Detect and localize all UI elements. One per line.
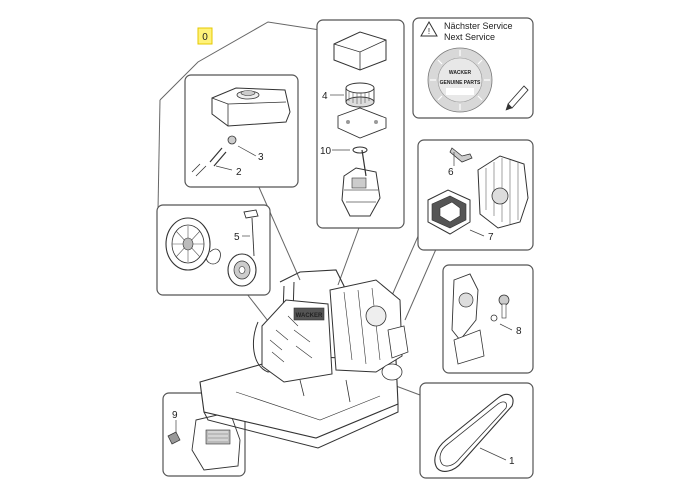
- callout-3: 3: [258, 152, 264, 163]
- panel-service-sticker[interactable]: ! Nächster Service Next Service WACKER G…: [412, 17, 534, 119]
- callout-10: 10: [320, 146, 332, 157]
- machine-brand-plate: WACKER: [296, 313, 323, 319]
- service-brand: WACKER: [449, 70, 472, 76]
- panel-air-filter[interactable]: 4 10: [316, 19, 405, 229]
- panel-fuel-tank[interactable]: 3 2: [184, 74, 299, 188]
- svg-text:!: !: [428, 27, 430, 36]
- callout-1: 1: [509, 456, 515, 467]
- callout-8: 8: [516, 326, 522, 337]
- service-stamp: GENUINE PARTS: [440, 80, 481, 86]
- panel-shock-mount[interactable]: 8: [442, 264, 534, 374]
- service-title-en: Next Service: [444, 32, 495, 42]
- callout-5: 5: [234, 232, 240, 243]
- panel-recoil-starter[interactable]: 5: [156, 204, 271, 296]
- panel-engine-parts[interactable]: 6 7: [417, 139, 534, 251]
- warning-triangle-icon: [420, 20, 438, 37]
- plate-compactor[interactable]: WACKER: [199, 269, 409, 449]
- panel-v-belt[interactable]: 1: [419, 382, 534, 479]
- callout-6: 6: [448, 167, 454, 178]
- callout-0-label: 0: [202, 32, 208, 43]
- callout-2: 2: [236, 167, 242, 178]
- callout-0-highlight[interactable]: 0: [197, 27, 213, 45]
- callout-7: 7: [488, 232, 494, 243]
- callout-4: 4: [322, 91, 328, 102]
- machine-cover-outline: [159, 21, 321, 101]
- callout-9: 9: [172, 410, 178, 421]
- service-title-de: Nächster Service: [444, 21, 513, 31]
